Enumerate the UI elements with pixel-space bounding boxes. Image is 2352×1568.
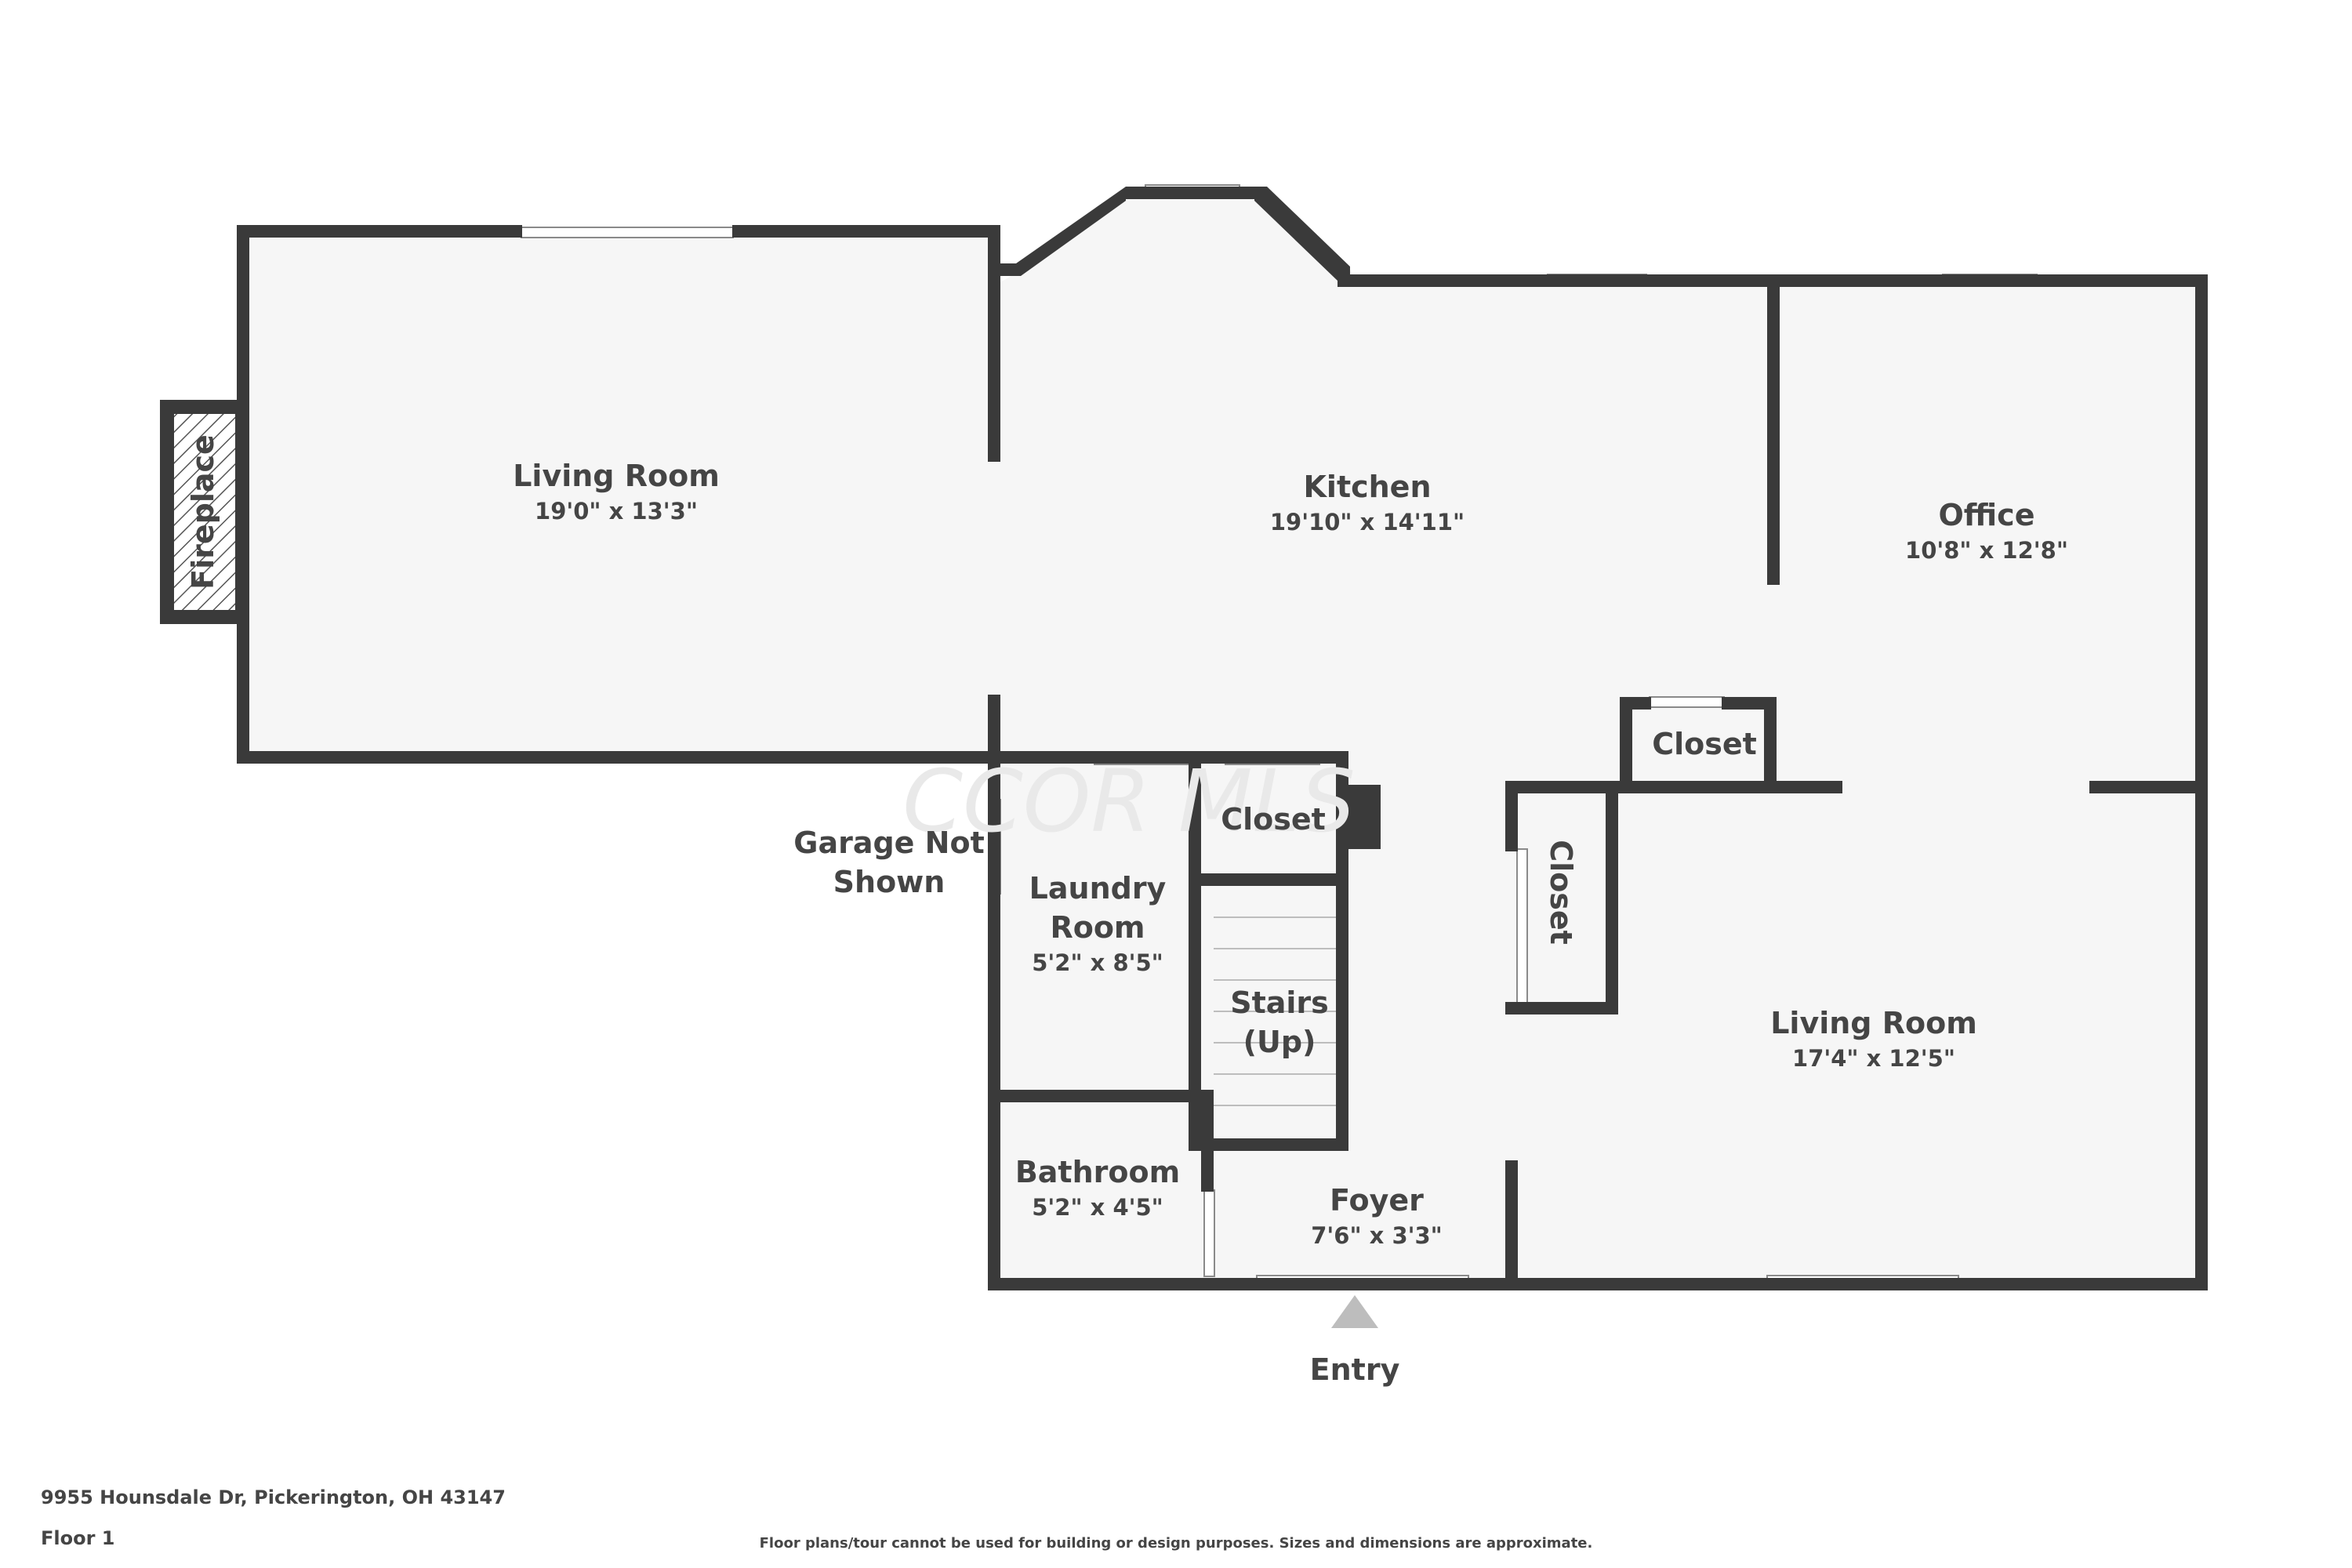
closet-3-name: Closet xyxy=(1544,840,1578,945)
stairs-name-line1: Stairs xyxy=(1230,985,1329,1020)
office-name: Office xyxy=(1939,498,2035,532)
address-text: 9955 Hounsdale Dr, Pickerington, OH 4314… xyxy=(41,1486,506,1508)
closet-2-name: Closet xyxy=(1221,802,1326,837)
office-dim: 10'8" x 12'8" xyxy=(1905,537,2068,564)
entry-arrow-icon xyxy=(1331,1295,1378,1328)
laundry-name-line2: Room xyxy=(1050,910,1145,945)
foyer-name: Foyer xyxy=(1330,1183,1424,1218)
entry-label: Entry xyxy=(1310,1352,1400,1387)
kitchen-dim: 19'10" x 14'11" xyxy=(1270,509,1465,535)
fireplace-label: Fireplace xyxy=(186,434,220,590)
floor-label: Floor 1 xyxy=(41,1527,115,1549)
bathroom-name: Bathroom xyxy=(1015,1155,1180,1189)
garage-label-line2: Shown xyxy=(833,865,946,899)
stairs-treads xyxy=(1214,916,1336,1106)
living-room-1-name: Living Room xyxy=(513,459,720,493)
garage-label-line1: Garage Not xyxy=(793,826,985,860)
watermark: CCOR MLS xyxy=(902,751,1356,851)
laundry-dim: 5'2" x 8'5" xyxy=(1032,949,1163,976)
living-room-1-dim: 19'0" x 13'3" xyxy=(535,498,698,524)
living-room-2-dim: 17'4" x 12'5" xyxy=(1792,1045,1955,1072)
kitchen-name: Kitchen xyxy=(1303,470,1431,504)
living-room-2-name: Living Room xyxy=(1770,1006,1977,1040)
stairs-name-line2: (Up) xyxy=(1243,1025,1316,1059)
disclaimer-text: Floor plans/tour cannot be used for buil… xyxy=(759,1535,1593,1552)
foyer-dim: 7'6" x 3'3" xyxy=(1311,1222,1443,1249)
room-labels: Living Room 19'0" x 13'3" Kitchen 19'10"… xyxy=(513,459,2068,1249)
floor-fill xyxy=(249,196,2195,1281)
bathroom-dim: 5'2" x 4'5" xyxy=(1032,1194,1163,1221)
laundry-name-line1: Laundry xyxy=(1029,871,1167,906)
walls xyxy=(160,187,2208,1290)
closet-1-name: Closet xyxy=(1652,727,1757,761)
